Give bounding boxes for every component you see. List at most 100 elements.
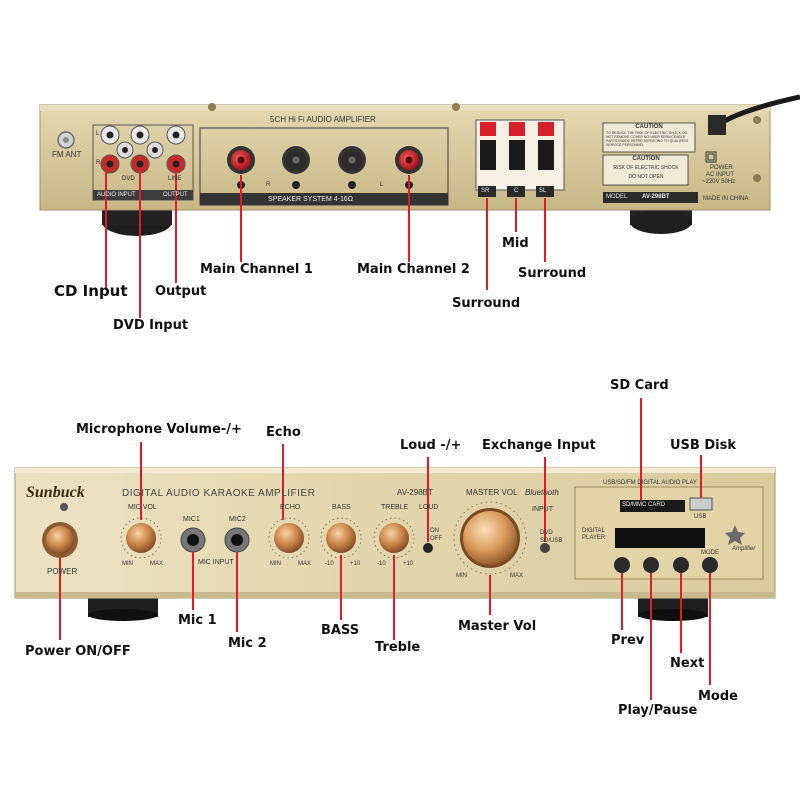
power-label: POWER — [710, 165, 733, 171]
sl-plate — [536, 186, 554, 197]
treble-minus: -10 — [377, 561, 386, 567]
speaker-posts — [227, 146, 423, 189]
echo-label: ECHO — [280, 504, 301, 511]
brand-logo: Sunbuck — [26, 484, 85, 501]
exchange-input-callout: Exchange Input — [482, 438, 596, 453]
microphone-volume-callout: Microphone Volume-/+ — [76, 422, 242, 437]
rear-model: AV-298BT — [642, 194, 670, 200]
mode-callout: Mode — [698, 689, 738, 704]
caution-box-2 — [602, 154, 689, 186]
amplifier-star-logo — [725, 525, 745, 545]
loud-callout: Loud -/+ — [400, 438, 462, 453]
usb-label: USB — [694, 514, 707, 520]
rca-r-marker: R — [96, 160, 101, 166]
r-marker: R — [266, 182, 271, 188]
sd-card-slot — [620, 500, 685, 512]
voltage-label: ~220V 50Hz — [702, 179, 736, 185]
sd-usb-option: SD/USB — [540, 538, 563, 544]
echo-callout: Echo — [266, 425, 301, 440]
treble-knob-group — [373, 517, 415, 559]
loud-off: OFF — [430, 536, 442, 542]
made-in-label: MADE IN CHINA — [703, 196, 749, 202]
rca-jacks — [100, 125, 186, 174]
usb-disk-callout: USB Disk — [670, 438, 736, 453]
audio-input-label: AUDIO INPUT — [97, 192, 136, 198]
caution-1-text: TO REDUCE THE RISK OF ELECTRIC SHOCK DO … — [606, 131, 689, 147]
treble-plus: +10 — [403, 561, 414, 567]
master-vol-knob-group — [453, 501, 527, 575]
rear-foot-right — [630, 210, 692, 234]
digital-player-label: DIGITAL PLAYER — [582, 528, 606, 541]
power-cord-strain-relief — [708, 115, 726, 135]
echo-max: MAX — [298, 561, 312, 567]
model-plate — [603, 192, 698, 203]
player-buttons — [614, 557, 718, 573]
loud-label: LOUD — [419, 504, 439, 511]
front-callout-lines — [59, 398, 711, 700]
bass-label: BASS — [332, 504, 351, 511]
mic1-label: MIC1 — [183, 516, 200, 523]
echo-knob-group — [268, 517, 310, 559]
echo-min: MIN — [270, 561, 281, 567]
caution-2-title: CAUTION — [632, 156, 660, 162]
treble-label: TREBLE — [381, 504, 409, 511]
treble-callout: Treble — [375, 640, 421, 655]
speaker-system-label: SPEAKER SYSTEM 4-16Ω — [268, 196, 353, 203]
speaker-system-strip — [200, 193, 448, 205]
rear-screw — [452, 103, 460, 111]
loud-switch — [423, 543, 433, 553]
master-min: MIN — [456, 573, 467, 579]
mic-vol-label: MIC VOL — [128, 504, 157, 511]
usb-port — [689, 497, 713, 511]
double-insulation-mark — [705, 151, 717, 163]
caution-box-1 — [602, 122, 696, 153]
sd-card-callout: SD Card — [610, 378, 669, 393]
c-plate — [507, 186, 525, 197]
sd-mmc-label: SD/MMC CARD — [622, 502, 665, 508]
master-max: MAX — [510, 573, 524, 579]
front-model: AV-298BT — [397, 488, 433, 497]
caution-2-line1: RISK OF ELECTRIC SHOCK — [613, 165, 679, 171]
bass-knob-group — [320, 517, 362, 559]
power-button — [46, 526, 74, 554]
dvd-marker: DVD — [122, 176, 135, 182]
mic-input-label: MIC INPUT — [198, 559, 234, 566]
rear-callout-lines — [105, 172, 546, 318]
line-label: LINE — [168, 176, 182, 182]
caution-1-title: CAUTION — [635, 124, 663, 130]
main-channel-1-callout: Main Channel 1 — [200, 262, 313, 277]
rear-screw — [208, 103, 216, 111]
mic-vol-knob-group — [120, 517, 162, 559]
rca-l-marker: L — [96, 131, 100, 137]
power-on-off-callout: Power ON/OFF — [25, 644, 131, 659]
power-text: POWER — [47, 567, 78, 576]
play-pause-callout: Play/Pause — [618, 703, 698, 718]
amplifier-logo-text: Amplifier — [732, 546, 756, 552]
master-vol-label: MASTER VOL — [466, 488, 518, 497]
dvd-option: DVD — [540, 530, 553, 536]
caution-2-line2: DO NOT OPEN — [628, 174, 664, 180]
main-channel-2-callout: Main Channel 2 — [357, 262, 470, 277]
prev-callout: Prev — [611, 633, 645, 648]
output-callout: Output — [155, 284, 207, 299]
input-selector-button — [540, 543, 550, 553]
rear-panel-title: 5CH Hi Fi AUDIO AMPLIFIER — [270, 115, 376, 124]
master-vol-callout: Master Vol — [458, 619, 537, 634]
ac-input-label: AC INPUT — [706, 172, 735, 178]
rca-label-strip — [93, 190, 193, 200]
c-label: C — [514, 188, 519, 194]
mic1-callout: Mic 1 — [178, 613, 217, 628]
bass-callout: BASS — [321, 623, 360, 638]
dvd-input-callout: DVD Input — [113, 318, 189, 333]
power-led — [60, 503, 68, 511]
next-callout: Next — [670, 656, 705, 671]
bass-plus: +10 — [350, 561, 361, 567]
rear-screw — [753, 116, 761, 124]
input-label: INPUT — [532, 506, 553, 513]
model-prefix: MODEL — [606, 194, 628, 200]
bluetooth-label: Bluetooth — [525, 488, 559, 497]
front-panel-title: DIGITAL AUDIO KARAOKE AMPLIFIER — [122, 488, 316, 499]
sr-plate — [478, 186, 496, 197]
